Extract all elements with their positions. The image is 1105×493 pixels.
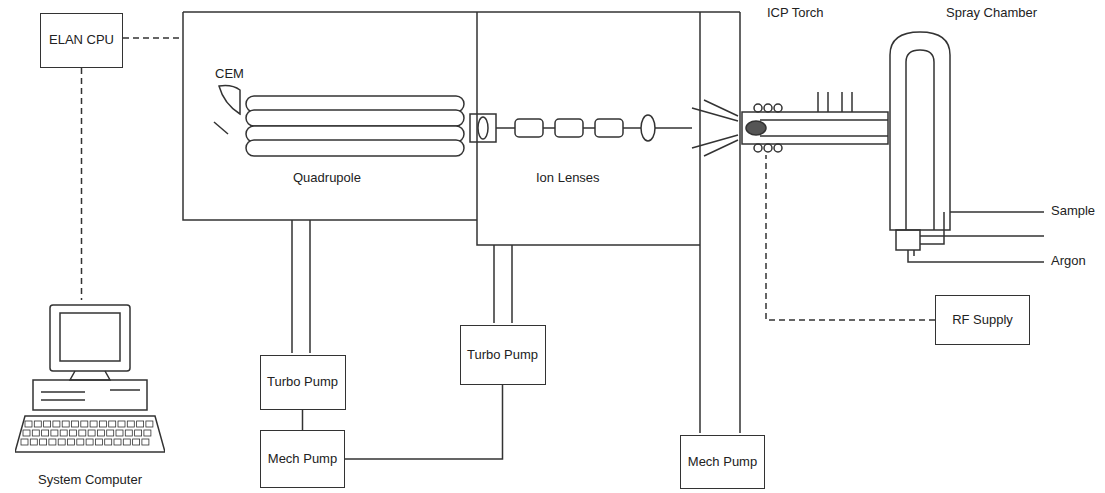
chamber-wall	[183, 12, 477, 220]
computer-icon: System Computer	[15, 300, 165, 488]
part-label: CEM	[214, 66, 245, 81]
part-label: Ion Lenses	[535, 170, 601, 185]
pump-box: Mech Pump	[260, 430, 345, 488]
cpu-box: ELAN CPU	[40, 13, 123, 68]
box-text: Turbo Pump	[467, 348, 538, 363]
vacuum-pipe-link	[302, 410, 304, 430]
sample-line	[920, 212, 1044, 244]
rf-coil	[774, 144, 782, 152]
control-line	[123, 37, 183, 39]
vacuum-pipe	[494, 245, 512, 323]
ion-lens	[555, 119, 583, 137]
box-text: Mech Pump	[688, 455, 757, 470]
part-label: Argon	[1050, 253, 1087, 268]
cem-deflector	[214, 122, 228, 134]
pump-box: Turbo Pump	[260, 355, 346, 410]
plasma	[746, 121, 766, 135]
box-text: Turbo Pump	[267, 375, 338, 390]
box-text: Mech Pump	[268, 452, 337, 467]
torch-tube	[760, 120, 888, 136]
ion-lens	[641, 115, 655, 141]
vacuum-pipe	[292, 220, 310, 353]
part-label: Sample	[1050, 203, 1096, 218]
box-text: RF Supply	[952, 313, 1013, 328]
part-label: Spray Chamber	[945, 5, 1038, 20]
vacuum-pipe-link	[345, 385, 503, 459]
chamber-wall	[477, 12, 700, 245]
cone	[704, 100, 738, 156]
part-label: ICP Torch	[766, 5, 825, 20]
aperture-lens	[470, 114, 496, 142]
cem-detector	[219, 86, 240, 115]
spray-chamber-inner	[906, 50, 934, 230]
ion-lens	[515, 119, 543, 137]
cone	[692, 108, 738, 148]
box-text: System Computer	[38, 473, 142, 488]
argon-line	[908, 250, 1044, 262]
rf-coil	[754, 104, 762, 112]
gas-inlet	[818, 92, 852, 112]
part-label: Quadrupole	[292, 170, 362, 185]
quadrupole-rod	[246, 110, 464, 126]
rf-coil	[764, 144, 772, 152]
rf-supply-box: RF Supply	[935, 295, 1030, 345]
interface-wall	[700, 12, 740, 433]
rf-line	[766, 155, 935, 320]
chamber-wall	[183, 11, 740, 13]
rf-coil	[754, 144, 762, 152]
computer-illustration	[15, 300, 165, 460]
icp-torch	[742, 112, 888, 144]
pump-box: Mech Pump	[680, 435, 765, 489]
spray-chamber	[890, 32, 950, 230]
quadrupole-rod	[246, 140, 464, 156]
control-link	[81, 68, 83, 300]
box-text: ELAN CPU	[49, 33, 114, 48]
ion-lens	[595, 119, 623, 137]
nebulizer	[896, 230, 920, 250]
rf-coil	[764, 104, 772, 112]
rf-coil	[774, 104, 782, 112]
aperture-lens	[478, 117, 488, 139]
pump-box: Turbo Pump	[460, 325, 546, 385]
